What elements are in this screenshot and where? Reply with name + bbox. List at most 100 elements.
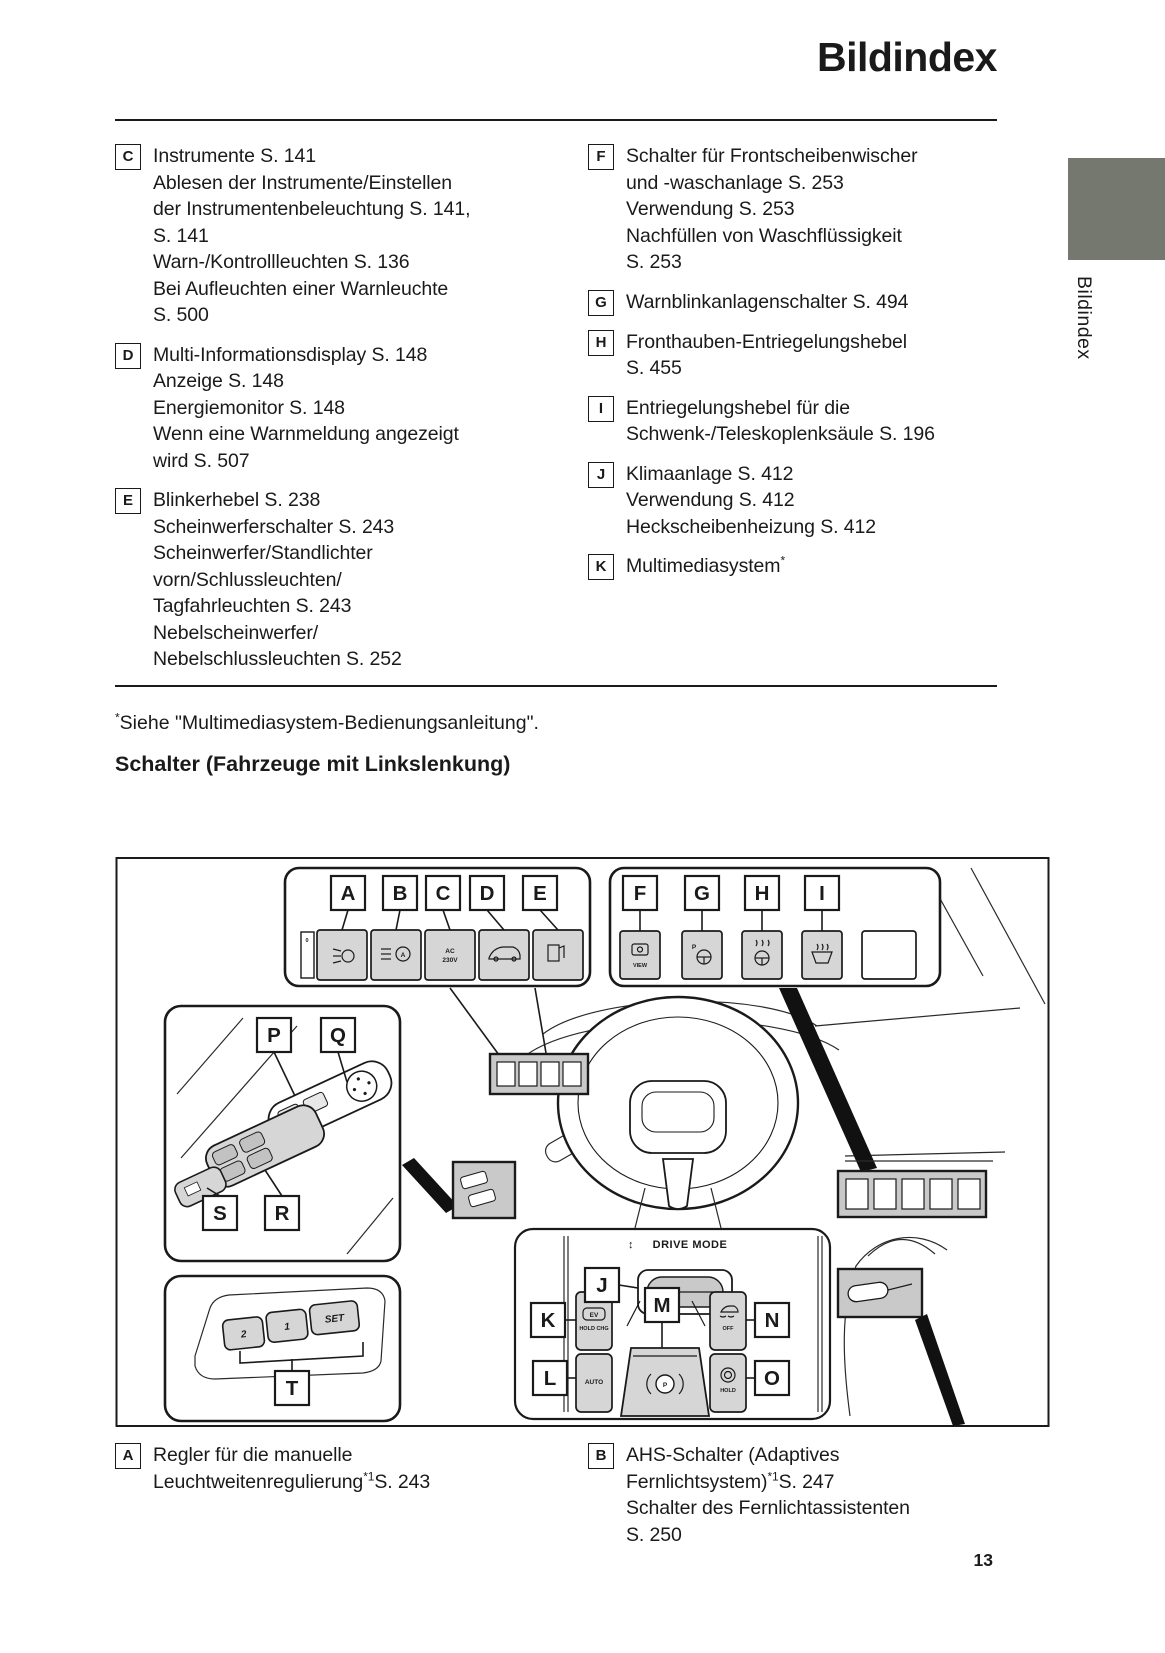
callout-h	[743, 874, 781, 912]
svg-text:AC: AC	[445, 948, 455, 955]
callout-l	[531, 1359, 569, 1397]
letter-badge-d: D	[115, 342, 141, 369]
svg-text:1: 1	[284, 1321, 291, 1333]
footnote-marker: *1	[363, 1469, 375, 1483]
dial-zero: 0	[305, 938, 308, 944]
index-line: Schalter für Frontscheibenwischer	[626, 145, 918, 167]
index-line: Anzeige S. 148	[153, 370, 284, 392]
footnote-marker: *	[115, 710, 120, 725]
index-item-c: C Instrumente S. 141 Ablesen der Instrum…	[115, 143, 570, 329]
section-heading: Schalter (Fahrzeuge mit Linkslenkung)	[115, 752, 511, 776]
svg-text:S: S	[213, 1202, 227, 1225]
right-dash-switch-strip	[779, 988, 993, 1219]
index-item-a: A Regler für die manuelle Leuchtweitenre…	[115, 1442, 570, 1495]
letter-badge-g: G	[588, 289, 614, 316]
index-item-i: I Entriegelungshebel für die Schwenk-/Te…	[588, 395, 1000, 448]
parking-brake-label: P	[663, 1382, 668, 1389]
index-item-e: E Blinkerhebel S. 238 Scheinwerferschalt…	[115, 487, 570, 673]
hood-lever-location	[836, 1267, 965, 1426]
left-dash-switch-strip	[449, 987, 590, 1096]
index-line: AHS-Schalter (Adaptives	[626, 1444, 840, 1466]
index-line: Blinkerhebel S. 238	[153, 489, 321, 511]
index-line: Schalter des Fernlichtassistenten	[626, 1497, 910, 1519]
callout-d	[468, 874, 506, 912]
auto-high-beam-icon: A	[381, 946, 411, 962]
index-line: S. 500	[153, 304, 209, 326]
callout-j	[583, 1266, 621, 1304]
svg-text:P: P	[267, 1024, 281, 1047]
divider-bottom	[115, 685, 997, 687]
index-line: Wenn eine Warnmeldung angezeigt	[153, 423, 459, 445]
svg-text:O: O	[764, 1367, 780, 1390]
svg-text:SET: SET	[324, 1313, 345, 1326]
footnote-marker: *	[780, 553, 786, 568]
callout-a	[329, 874, 367, 912]
letter-badge-e: E	[115, 488, 141, 514]
power-back-door-icon	[488, 946, 521, 962]
auto-label: AUTO	[585, 1379, 603, 1386]
index-line: Multimediasystem*	[626, 553, 786, 578]
callout-o	[753, 1359, 791, 1397]
door-panel-box: P Q S R	[163, 1004, 402, 1263]
svg-text:2: 2	[239, 1329, 247, 1341]
index-line: Verwendung S. 412	[626, 489, 795, 511]
switch-fuel-door	[532, 929, 584, 981]
switch-defroster	[801, 930, 843, 980]
svg-text:F: F	[634, 882, 647, 905]
index-line: wird S. 507	[153, 449, 250, 472]
chapter-tab	[1068, 158, 1165, 260]
seat-memory-buttons: 2 1 SET	[221, 1300, 361, 1351]
letter-badge-f: F	[588, 144, 614, 170]
callout-box-abcde: 0 A AC 230V	[283, 866, 592, 988]
index-line: Instrumente S. 141	[153, 145, 316, 167]
svg-text:H: H	[755, 882, 770, 905]
drive-mode-label: DRIVE MODE	[653, 1239, 728, 1251]
steering-wheel	[556, 995, 800, 1229]
index-line: und -waschanlage S. 253	[626, 171, 844, 194]
index-line: Bei Aufleuchten einer Warnleuchte	[153, 277, 449, 300]
index-column-left: C Instrumente S. 141 Ablesen der Instrum…	[115, 143, 570, 686]
index-line: Heckscheibenheizung S. 412	[626, 515, 876, 538]
svg-text:Q: Q	[330, 1024, 346, 1047]
letter-badge-c: C	[115, 144, 141, 170]
index-line: Multi-Informationsdisplay S. 148	[153, 343, 428, 366]
svg-text:T: T	[286, 1377, 299, 1400]
switch-steering-position	[681, 930, 723, 980]
switch-power-back-door	[478, 929, 530, 981]
svg-text:J: J	[596, 1274, 607, 1297]
svg-text:EV: EV	[590, 1312, 599, 1319]
ev-mode-icon: EV HOLD CHG	[579, 1307, 609, 1332]
svg-text:B: B	[393, 882, 408, 905]
callout-b	[381, 874, 419, 912]
index-line: Klimaanlage S. 412	[626, 462, 794, 485]
seat-memory-box: 2 1 SET T	[163, 1274, 402, 1423]
index-line: Nebelschlussleuchten S. 252	[153, 648, 402, 670]
center-console: ↕ DRIVE MODE EV HOLD CHG AUTO OFF HOLD	[513, 1227, 832, 1421]
svg-text:R: R	[275, 1202, 290, 1225]
letter-badge-h: H	[588, 329, 614, 356]
index-column-bottom-right: B AHS-Schalter (Adaptives Fernlichtsyste…	[588, 1442, 1018, 1561]
svg-text:P: P	[692, 944, 697, 951]
page-title: Bildindex	[816, 34, 998, 80]
drive-mode-arrow: ↕	[628, 1239, 634, 1251]
camera-view-icon: VIEW	[631, 943, 649, 969]
svg-text:230V: 230V	[442, 957, 458, 964]
svg-text:M: M	[653, 1294, 670, 1317]
index-line: Fernlichtsystem)*1S. 247	[626, 1469, 835, 1493]
switch-vsc-off	[709, 1291, 747, 1351]
index-line: Regler für die manuelle	[153, 1444, 353, 1466]
svg-text:A: A	[401, 952, 406, 959]
window-switch-location	[402, 1158, 517, 1220]
letter-badge-j: J	[588, 461, 614, 488]
index-line: Nachfüllen von Waschflüssigkeit	[626, 224, 902, 247]
index-line: Scheinwerferschalter S. 243	[153, 515, 395, 538]
index-line: Leuchtweitenregulierung*1S. 243	[153, 1469, 431, 1493]
chapter-tab-label: Bildindex	[1073, 276, 1095, 360]
index-line: Ablesen der Instrumente/Einstellen	[153, 171, 453, 194]
dashboard-diagram: 0 A AC 230V	[115, 857, 1050, 1427]
letter-badge-i: I	[588, 395, 614, 422]
index-item-j: J Klimaanlage S. 412 Verwendung S. 412 H…	[588, 461, 1000, 541]
callout-q	[319, 1016, 357, 1054]
vsc-off-icon: OFF	[719, 1305, 739, 1332]
footnote: *Siehe "Multimediasystem-Bedienungsanlei…	[115, 710, 539, 735]
